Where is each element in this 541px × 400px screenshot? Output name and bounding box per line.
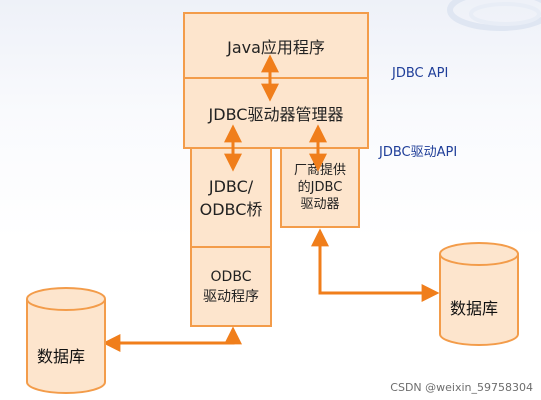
driver-manager-box: JDBC驱动器管理器 [183, 77, 369, 149]
odbc-driver-label: ODBC 驱动程序 [203, 268, 259, 305]
java-app-box: Java应用程序 [183, 12, 369, 79]
left-database-label: 数据库 [37, 347, 86, 366]
vendor-driver-box: 厂商提供 的JDBC 驱动器 [280, 147, 360, 228]
vendor-driver-label: 厂商提供 的JDBC 驱动器 [293, 163, 346, 212]
jdbc-odbc-bridge-label: JDBC/ ODBC桥 [199, 176, 263, 219]
right-database-cylinder [439, 242, 519, 346]
arrow-vendor-to-right-db [311, 228, 440, 302]
csdn-watermark: CSDN @weixin_59758304 [390, 381, 533, 394]
jdbc-driver-api-label: JDBC驱动API [379, 145, 458, 160]
driver-manager-label: JDBC驱动器管理器 [208, 105, 344, 124]
odbc-driver-box: ODBC 驱动程序 [190, 246, 272, 327]
arrow-odbc-to-left-db [102, 326, 242, 352]
jdbc-api-label: JDBC API [392, 66, 449, 81]
jdbc-odbc-bridge-box: JDBC/ ODBC桥 [190, 147, 272, 248]
right-database-label: 数据库 [450, 299, 499, 318]
java-app-label: Java应用程序 [227, 37, 325, 57]
left-database-cylinder [26, 287, 106, 394]
